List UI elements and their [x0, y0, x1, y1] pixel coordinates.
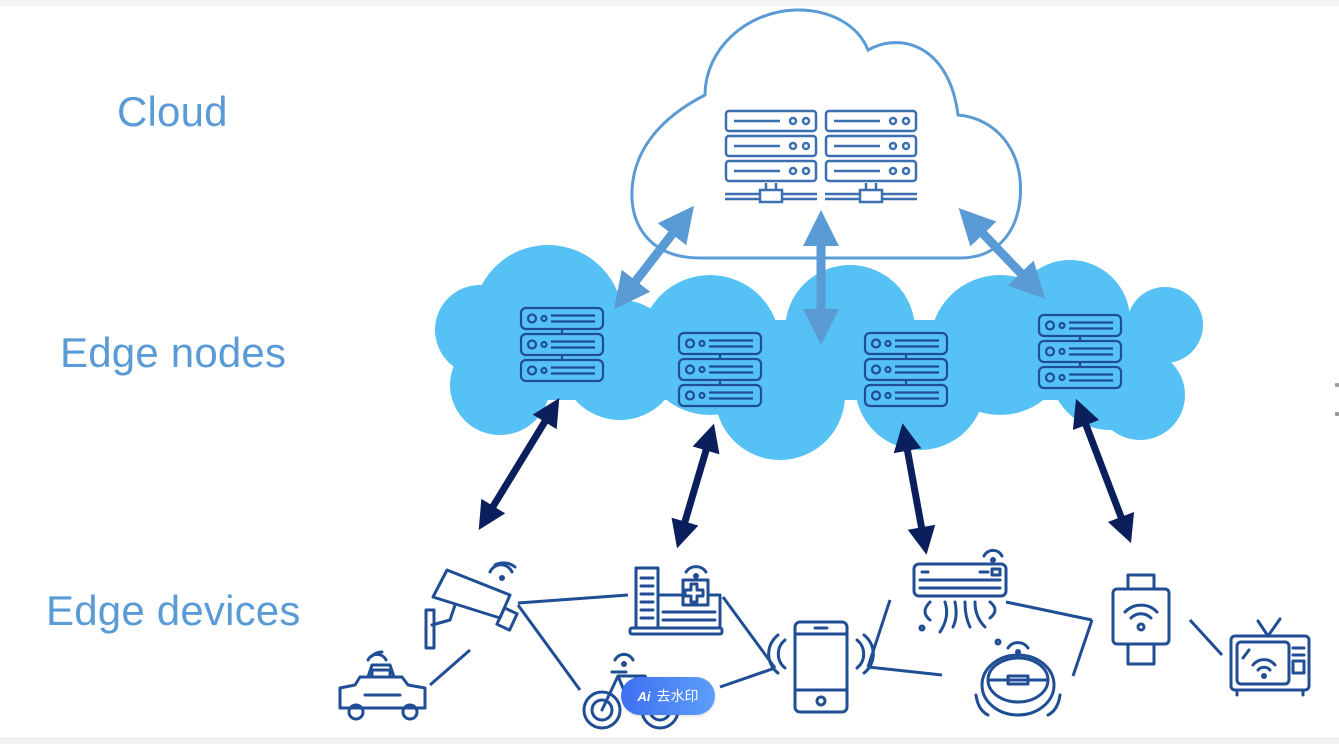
device-mesh-lines — [429, 593, 1224, 691]
cloud-outline — [630, 8, 1023, 260]
node-3-to-ac-arrow — [893, 423, 936, 555]
robot-vacuum-icon — [974, 638, 1062, 717]
node-2-to-hospital-arrow — [671, 423, 720, 549]
smart-tv-icon — [1229, 617, 1311, 697]
edge-marker — [1335, 412, 1339, 416]
remove-watermark-button[interactable]: Ai 去水印 — [621, 677, 715, 715]
edge-node-2-server-icon — [677, 331, 763, 408]
bottom-bar — [0, 738, 1339, 744]
hospital-icon — [628, 565, 724, 636]
node-4-to-watch-arrow — [1072, 398, 1135, 544]
edge-node-1-server-icon — [519, 306, 605, 383]
cloud-tier-label: Cloud — [117, 88, 228, 135]
edge-devices-tier-label: Edge devices — [46, 587, 301, 634]
air-conditioner-icon — [912, 548, 1008, 634]
smartphone-icon — [767, 620, 875, 714]
cloud-to-node-1-arrow — [613, 205, 695, 310]
top-bar — [0, 0, 1339, 6]
cloud-to-node-4-arrow — [958, 207, 1046, 300]
edge-node-4-server-icon — [1037, 313, 1123, 390]
cloud-server-rack-icon — [724, 109, 918, 204]
node-1-to-camera-arrow — [478, 398, 560, 530]
edge-nodes-tier-label: Edge nodes — [60, 329, 287, 376]
edge-node-3-server-icon — [863, 331, 949, 408]
taxi-icon — [338, 650, 427, 721]
remove-watermark-label: 去水印 — [656, 688, 699, 704]
smartwatch-icon — [1111, 573, 1171, 666]
ai-badge-icon: Ai — [637, 688, 651, 704]
security-camera-icon — [424, 561, 519, 650]
edge-marker — [1335, 383, 1339, 387]
